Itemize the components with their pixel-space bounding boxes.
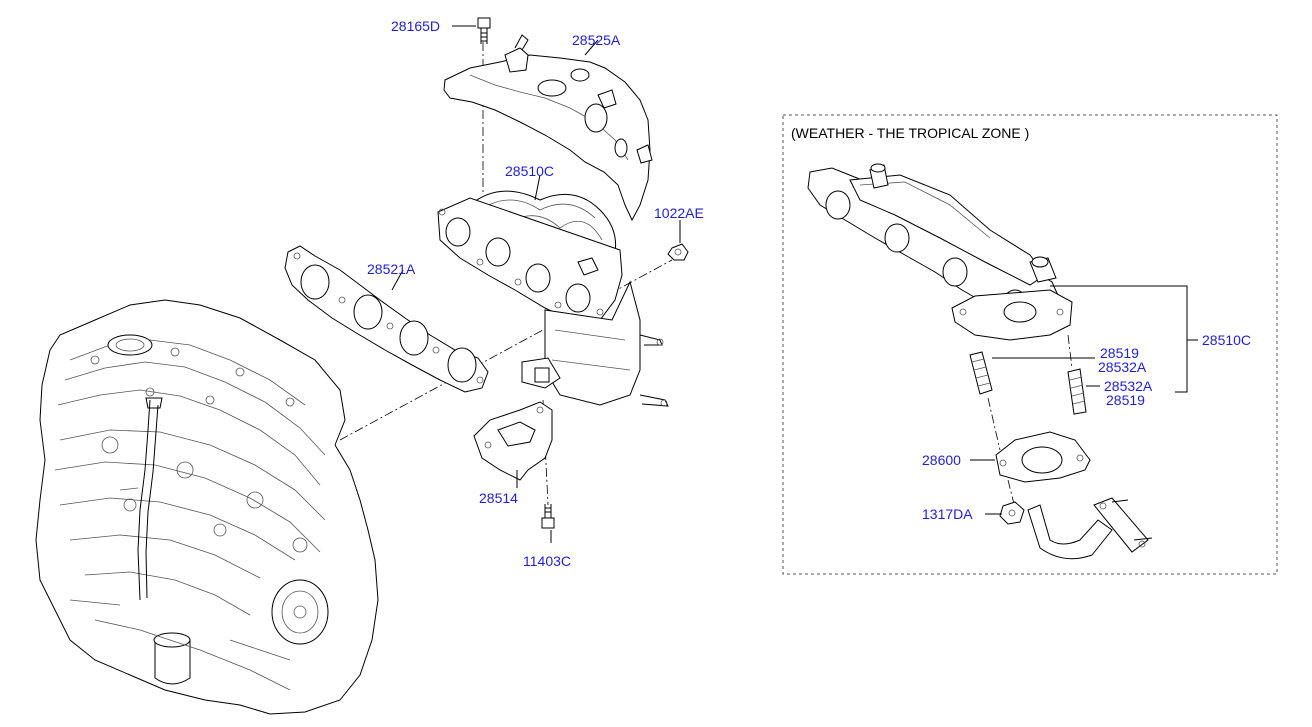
inset-part-labels: 28510C 28519 28532A 28532A 28519 28600 1…: [922, 332, 1251, 522]
manifold-gasket-28521A: [284, 245, 489, 393]
inset-tropical-zone: (WEATHER - THE TROPICAL ZONE ): [782, 114, 1278, 575]
inset-label-28519-bottom[interactable]: 28519: [1106, 392, 1145, 408]
part-label-28521A[interactable]: 28521A: [367, 261, 416, 277]
inset-exhaust-pipe: [1027, 497, 1153, 560]
part-label-28525A[interactable]: 28525A: [572, 32, 621, 48]
part-labels: 28165D 28525A 28510C 1022AE 28521A 28514…: [367, 18, 704, 569]
part-label-11403C[interactable]: 11403C: [523, 553, 571, 569]
inset-label-28510C[interactable]: 28510C: [1202, 332, 1251, 348]
inset-label-1317DA[interactable]: 1317DA: [922, 506, 973, 522]
part-label-28510C[interactable]: 28510C: [505, 163, 554, 179]
bolt-11403C: [541, 504, 555, 529]
inset-label-28519-top[interactable]: 28519: [1100, 345, 1139, 361]
engine-block-illustration: [35, 299, 379, 715]
inset-gasket-28600: [995, 431, 1091, 483]
inset-label-28532A-top[interactable]: 28532A: [1098, 359, 1147, 375]
bracket-28514: [473, 401, 553, 481]
part-label-28514[interactable]: 28514: [479, 490, 518, 506]
inset-title: (WEATHER - THE TROPICAL ZONE ): [791, 125, 1029, 141]
exhaust-manifold-28510C: [437, 190, 669, 407]
leader-lines: [391, 25, 681, 543]
part-label-1022AE[interactable]: 1022AE: [654, 205, 704, 221]
inset-frame: [782, 114, 1278, 575]
inset-manifold-28510C: [807, 163, 1073, 341]
inset-leader-lines: [970, 285, 1198, 515]
inset-label-28600[interactable]: 28600: [922, 452, 961, 468]
nut-1022AE: [667, 243, 689, 261]
part-label-28165D[interactable]: 28165D: [391, 18, 440, 34]
heat-shield-28525A: [443, 17, 653, 222]
inset-label-28532A-bottom[interactable]: 28532A: [1104, 378, 1153, 394]
inset-studs-28532A: [969, 351, 1087, 415]
inset-nut-1317DA: [999, 501, 1025, 525]
